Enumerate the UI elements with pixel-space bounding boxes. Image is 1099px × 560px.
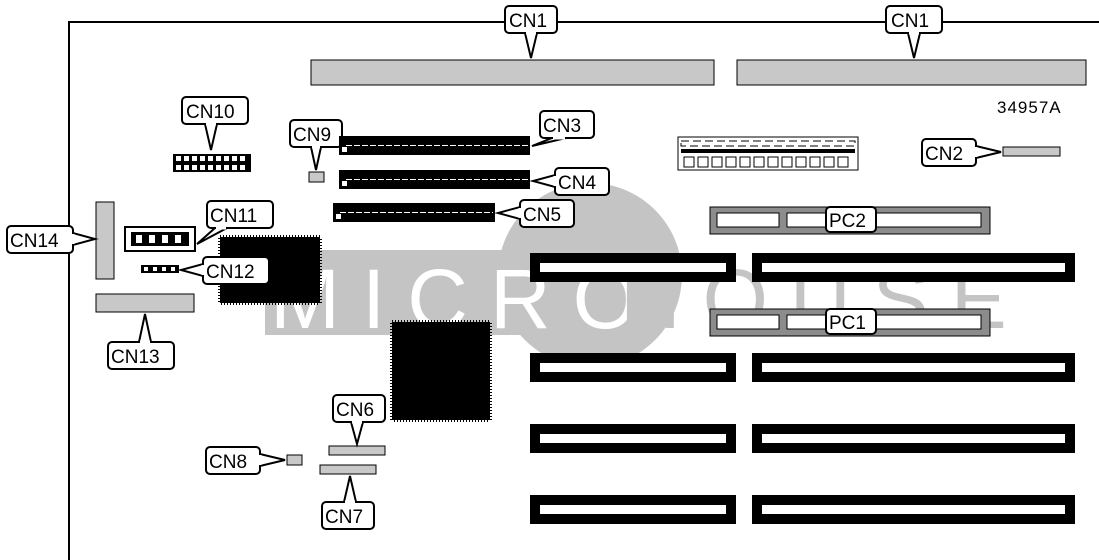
cn11-label: CN11	[210, 206, 257, 227]
cn3-callout: CN3	[531, 110, 595, 147]
cn7-label: CN7	[325, 507, 363, 528]
cn10-label: CN10	[186, 102, 235, 123]
cn11-connector	[124, 226, 196, 252]
cn12-connector	[141, 265, 179, 273]
part-number: 34957A	[997, 98, 1062, 117]
slot-row-4-left	[530, 495, 736, 524]
cn1-left-connector	[310, 59, 715, 86]
cn5-label: CN5	[523, 205, 561, 226]
slot-row-4-right	[752, 495, 1075, 524]
cn10-header	[173, 154, 251, 172]
pc2-label: PC2	[829, 211, 866, 232]
slot-row-3-left	[530, 424, 736, 453]
pc1-callout: PC1	[825, 308, 877, 335]
cn3-header	[339, 136, 530, 155]
cn9-label: CN9	[293, 125, 331, 146]
cn3-label: CN3	[543, 116, 581, 137]
cn12-label: CN12	[206, 262, 255, 283]
cn2-callout: CN2	[921, 138, 1002, 167]
chip-lower	[390, 320, 492, 422]
cn5-header	[333, 203, 495, 222]
dip-switch-block	[677, 136, 859, 171]
slot-row-3-right	[752, 424, 1075, 453]
expansion-slots	[530, 253, 1075, 524]
cn9-jumper	[308, 171, 325, 183]
cn4-header	[339, 170, 530, 189]
cn1-right-connector	[736, 59, 1087, 86]
cn13-callout: CN13	[107, 313, 175, 370]
slot-row-1-right	[752, 253, 1075, 282]
cn4-label: CN4	[558, 173, 596, 194]
cn12-callout: CN12	[177, 256, 270, 285]
cn10-callout: CN10	[181, 96, 249, 151]
cn11-callout: CN11	[196, 200, 274, 245]
cn8-connector	[286, 454, 303, 466]
cn1-left-callout: CN1	[69, 5, 1099, 59]
pc2-callout: PC2	[825, 206, 877, 233]
cn13-connector	[95, 293, 195, 313]
cn6-callout: CN6	[332, 394, 386, 448]
cn1-left-label: CN1	[509, 11, 547, 32]
cn14-connector	[95, 201, 115, 280]
cn8-callout: CN8	[205, 446, 286, 475]
cn7-callout: CN7	[321, 475, 375, 530]
slot-row-2-left	[530, 353, 736, 382]
cn9-callout: CN9	[289, 119, 343, 171]
cn14-label: CN14	[10, 231, 59, 252]
cn2-label: CN2	[925, 144, 963, 165]
cn1-right-label: CN1	[891, 11, 929, 32]
cn14-callout: CN14	[6, 225, 99, 254]
cn7-connector	[319, 464, 377, 475]
cn6-label: CN6	[336, 400, 374, 421]
slot-row-2-right	[752, 353, 1075, 382]
cn2-connector	[1002, 146, 1061, 157]
cn8-label: CN8	[209, 452, 247, 473]
cn4-callout: CN4	[529, 167, 610, 196]
cn13-label: CN13	[111, 347, 160, 368]
pc1-label: PC1	[829, 313, 866, 334]
cn5-callout: CN5	[494, 199, 575, 228]
slot-row-1-left	[530, 253, 736, 282]
cn1-right-callout: CN1	[885, 5, 943, 59]
